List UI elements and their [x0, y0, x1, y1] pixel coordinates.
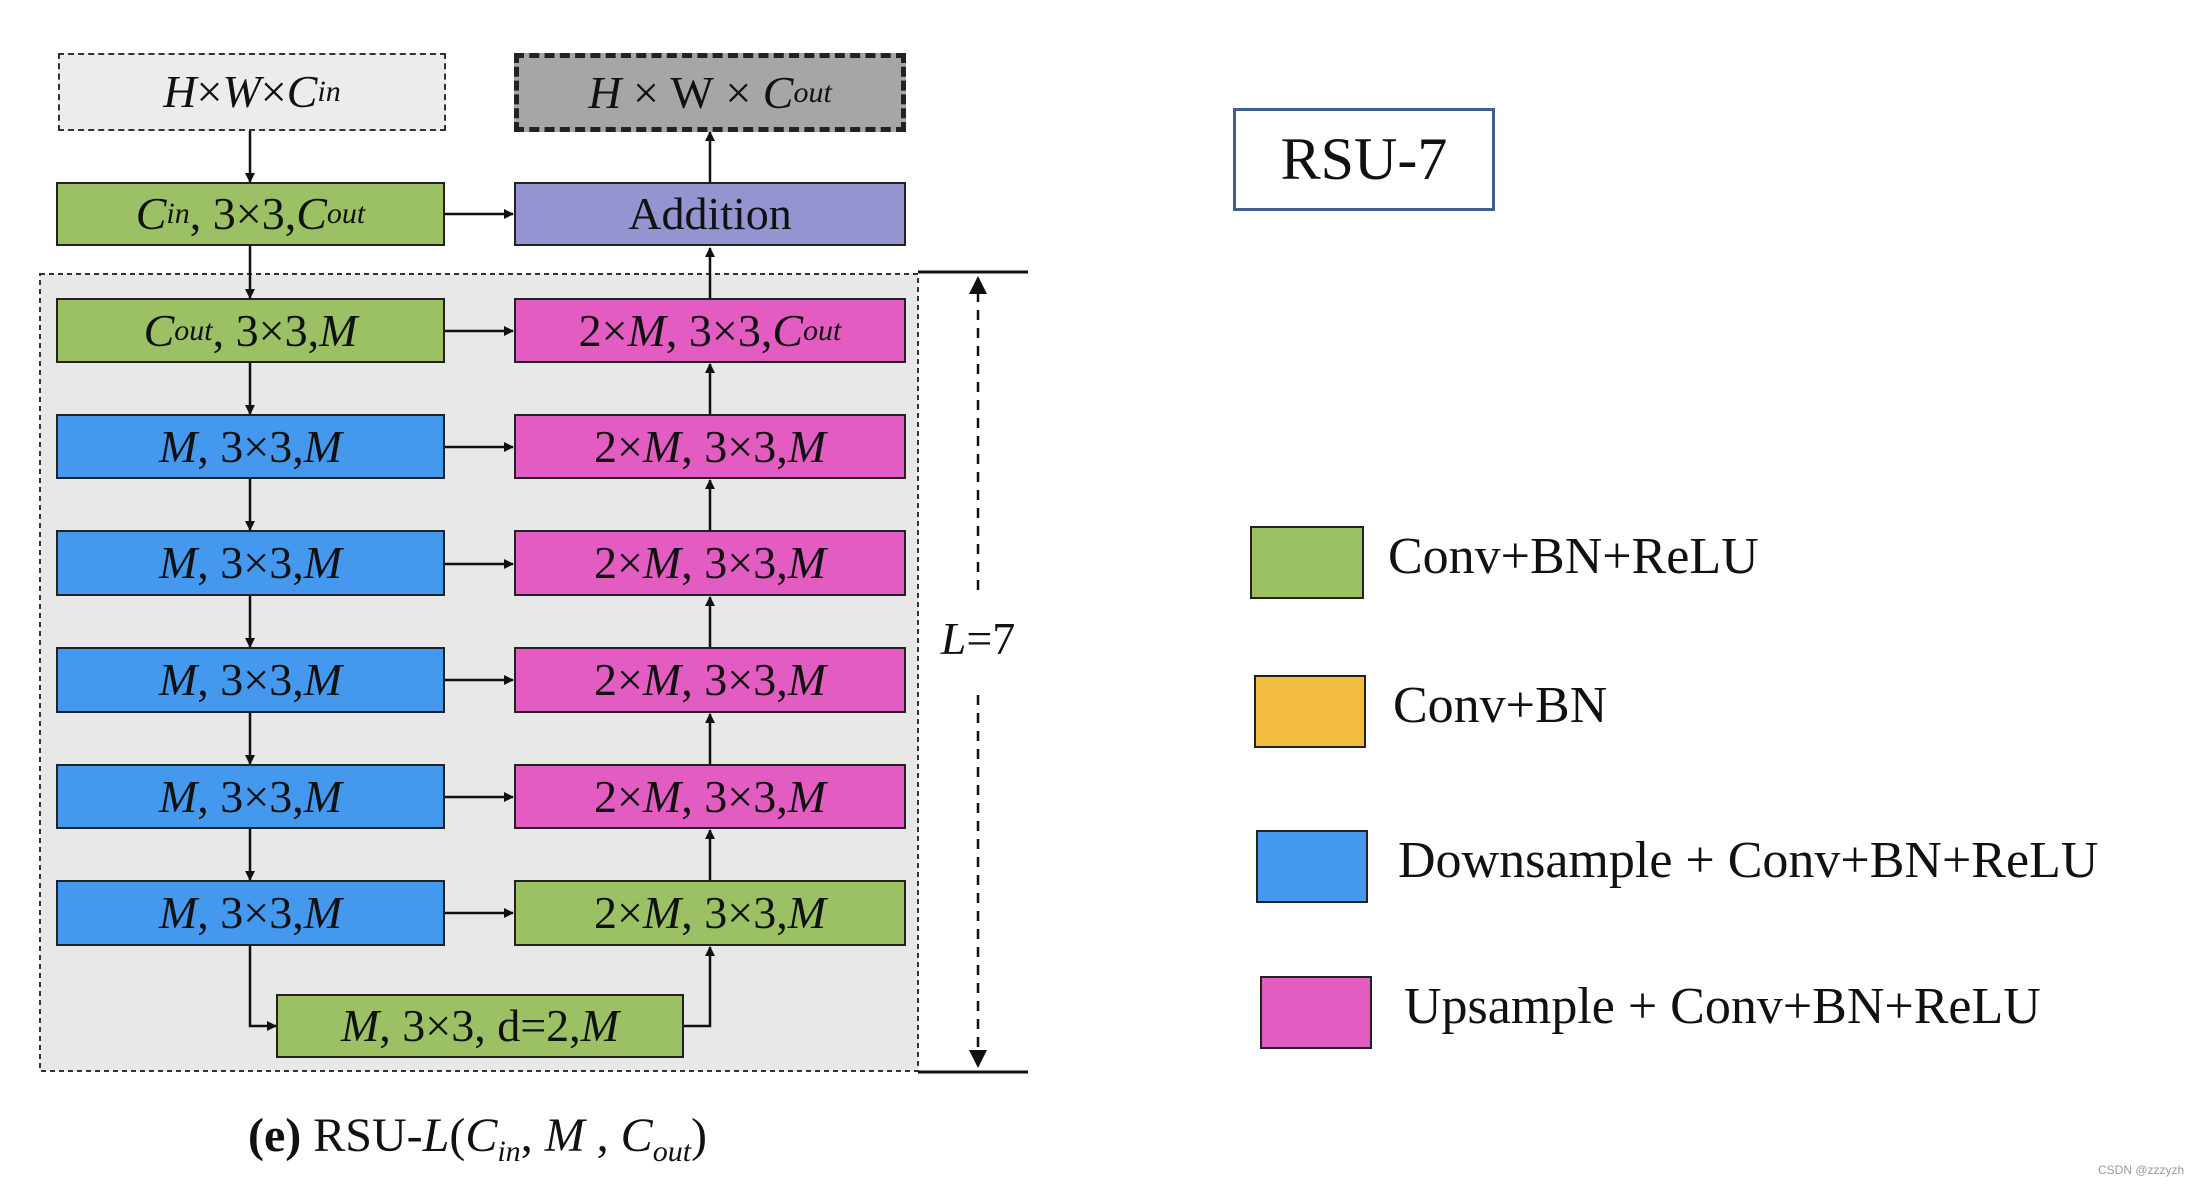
decoder-block-4: 2×M, 3×3, M — [514, 764, 906, 829]
legend-swatch-conv-bn — [1254, 675, 1366, 748]
from-bottom-arrow — [684, 946, 715, 1028]
legend-label-conv-bn-relu: Conv+BN+ReLU — [1388, 528, 1759, 585]
legend-swatch-downsample — [1256, 830, 1368, 903]
watermark: CSDN @zzzyzh — [2098, 1163, 2185, 1177]
figure-caption: (e) RSU-L(Cin, M , Cout) — [248, 1109, 708, 1168]
legend-label-conv-bn: Conv+BN — [1393, 677, 1608, 734]
legend-swatch-upsample — [1260, 976, 1372, 1049]
skip-arrows — [445, 209, 514, 918]
title-box: RSU-7 — [1233, 108, 1495, 211]
legend-label-downsample: Downsample + Conv+BN+ReLU — [1398, 832, 2099, 889]
addition-block: Addition — [514, 182, 906, 246]
legend-swatch-conv-bn-relu — [1250, 526, 1364, 599]
legend-label-upsample: Upsample + Conv+BN+ReLU — [1404, 978, 2041, 1035]
decoder-block-1: 2×M, 3×3, M — [514, 414, 906, 479]
encoder-block-3: M, 3×3, M — [56, 530, 445, 596]
decoder-block-5: 2×M, 3×3, M — [514, 880, 906, 946]
dilated-bottom-block: M, 3×3, d=2, M — [276, 994, 684, 1058]
encoder-block-5: M, 3×3, M — [56, 764, 445, 829]
decoder-block-2: 2×M, 3×3, M — [514, 530, 906, 596]
depth-bracket — [918, 270, 1028, 1074]
depth-label: L=7 — [930, 614, 1026, 664]
encoder-block-2: M, 3×3, M — [56, 414, 445, 479]
title-text: RSU-7 — [1280, 126, 1448, 192]
decoder-block-3: 2×M, 3×3, M — [514, 647, 906, 713]
encoder-block-4: M, 3×3, M — [56, 647, 445, 713]
encoder-block-6: M, 3×3, M — [56, 880, 445, 946]
to-bottom-arrow — [248, 946, 277, 1031]
